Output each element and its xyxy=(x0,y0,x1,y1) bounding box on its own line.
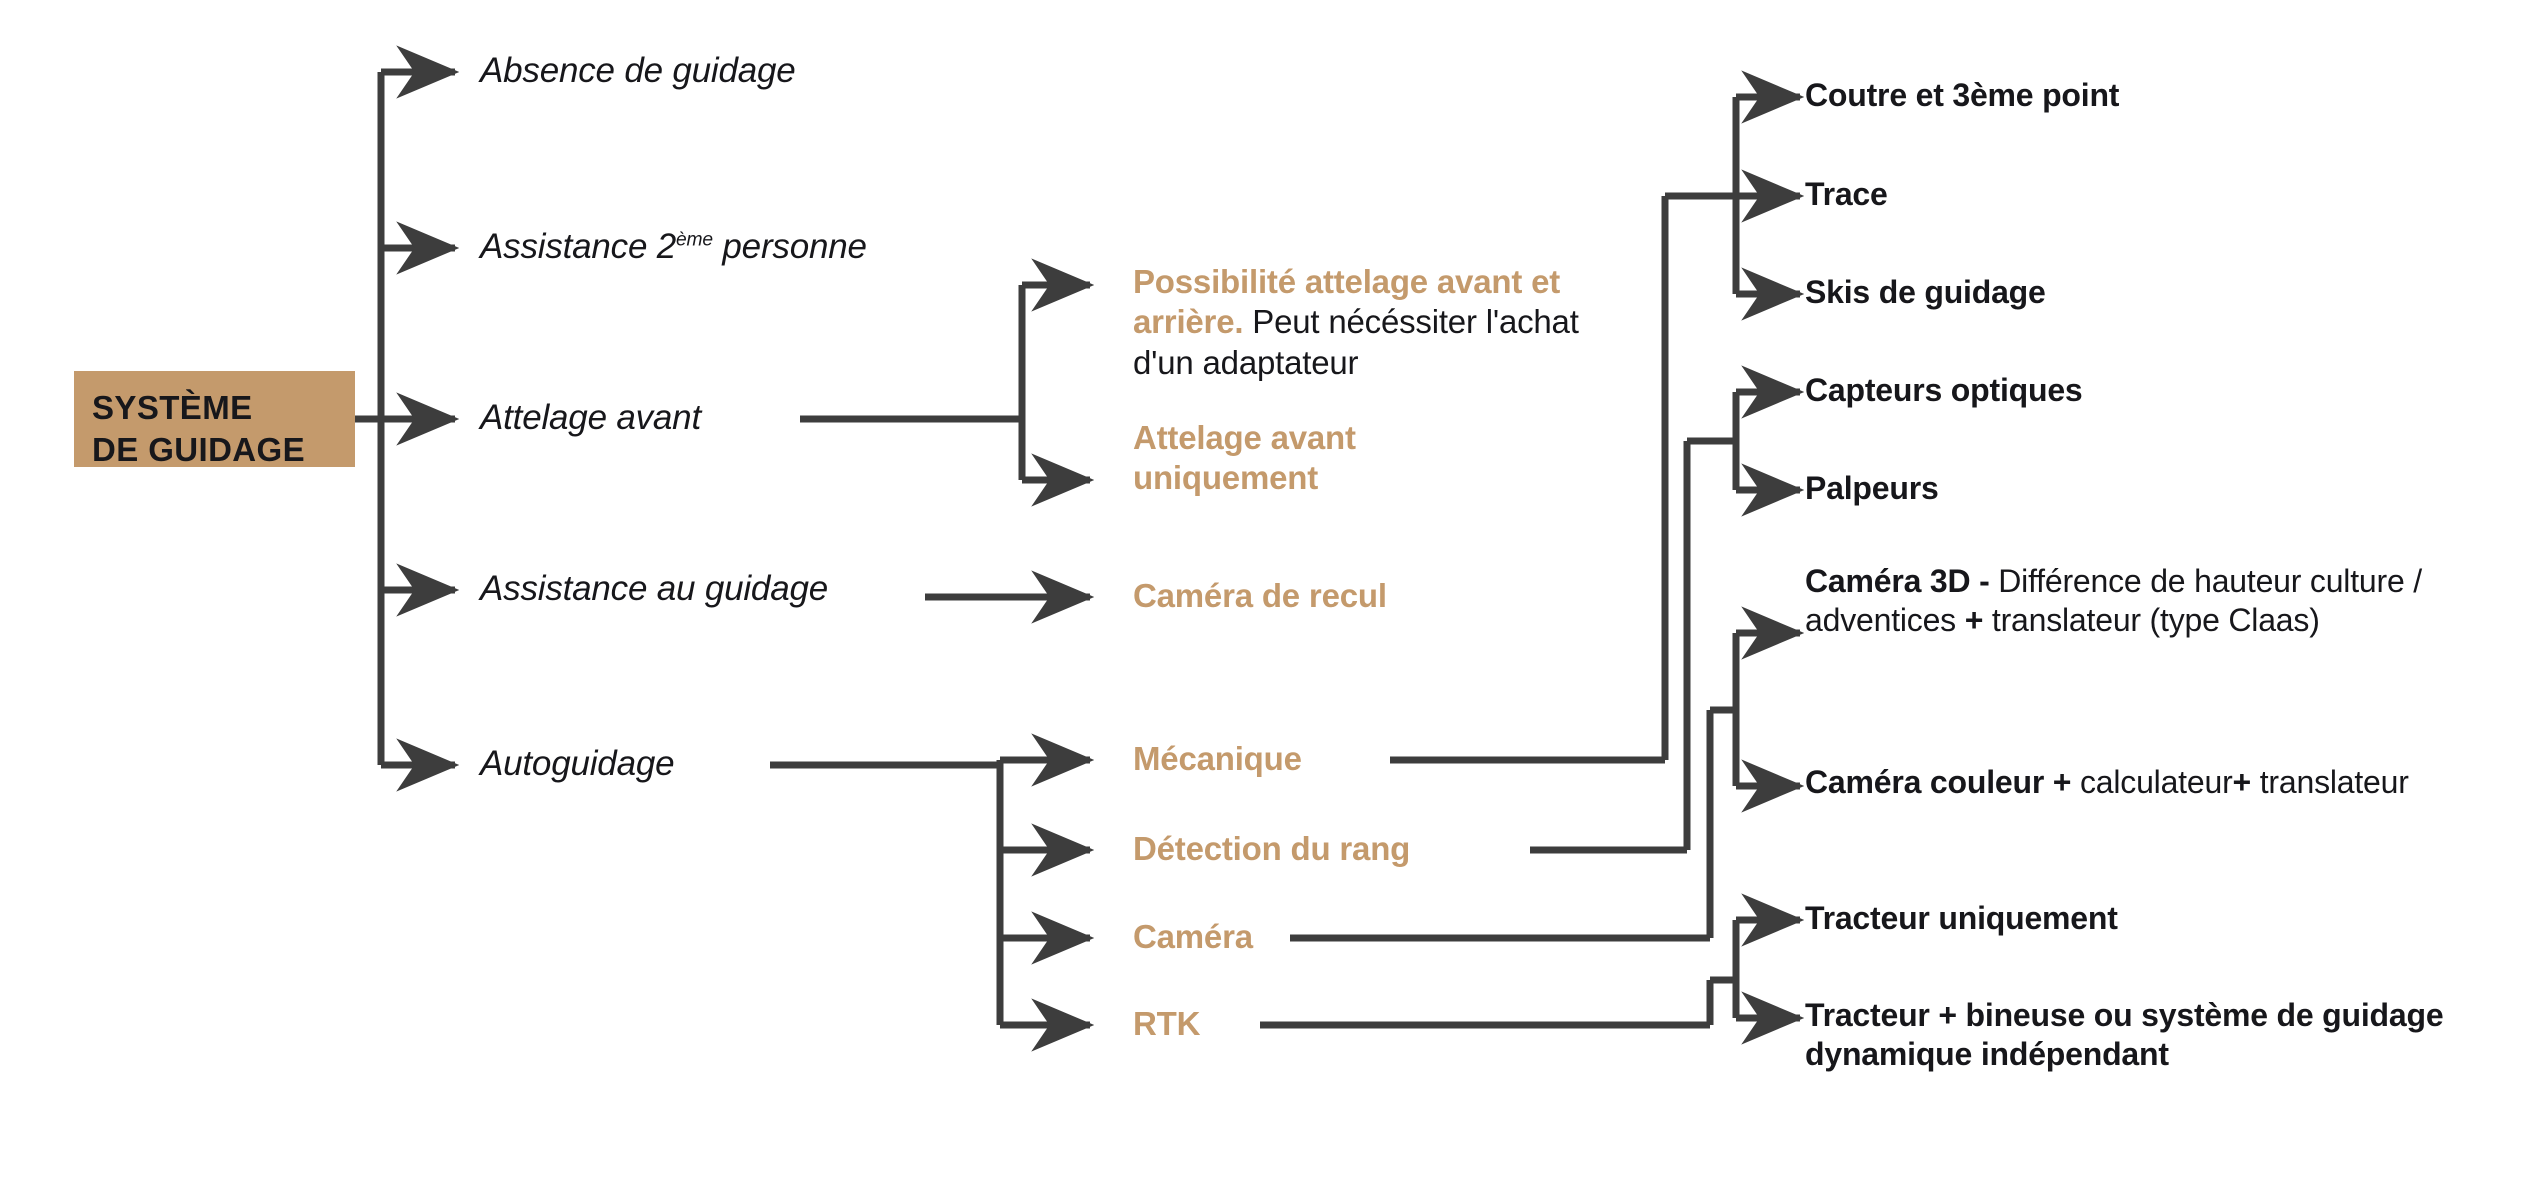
node-attelage-avant[interactable]: Attelage avant xyxy=(480,398,701,437)
node-tracteur-bineuse[interactable]: Tracteur + bineuse ou système de guidage… xyxy=(1805,997,2444,1073)
root-title-line2: DE GUIDAGE xyxy=(92,431,306,469)
node-camera-couleur[interactable]: Caméra couleur + calculateur+ translateu… xyxy=(1805,764,2409,800)
node-camera-3d[interactable]: Caméra 3D - Différence de hauteur cultur… xyxy=(1805,563,2422,639)
node-trace[interactable]: Trace xyxy=(1805,176,1888,212)
node-autoguidage[interactable]: Autoguidage xyxy=(480,744,675,783)
node-attelage-avant-uniquement[interactable]: Attelage avant uniquement xyxy=(1133,419,1356,497)
node-camera[interactable]: Caméra xyxy=(1133,918,1253,955)
node-rtk[interactable]: RTK xyxy=(1133,1005,1201,1042)
root-title-line1: SYSTÈME xyxy=(92,389,253,426)
node-absence-de-guidage[interactable]: Absence de guidage xyxy=(480,51,796,90)
node-mecanique[interactable]: Mécanique xyxy=(1133,740,1302,777)
node-camera-de-recul[interactable]: Caméra de recul xyxy=(1133,577,1387,614)
node-coutre-et-3eme-point[interactable]: Coutre et 3ème point xyxy=(1805,77,2120,113)
node-capteurs-optiques[interactable]: Capteurs optiques xyxy=(1805,372,2083,408)
node-assistance-au-guidage[interactable]: Assistance au guidage xyxy=(480,569,828,608)
node-skis-de-guidage[interactable]: Skis de guidage xyxy=(1805,274,2046,310)
node-detection-du-rang[interactable]: Détection du rang xyxy=(1133,830,1411,867)
node-palpeurs[interactable]: Palpeurs xyxy=(1805,470,1939,506)
node-tracteur-uniquement[interactable]: Tracteur uniquement xyxy=(1805,900,2118,936)
node-assistance-2eme-personne[interactable]: Assistance 2ème personne xyxy=(480,227,867,266)
node-possibilite-attelage-avant-et-arriere[interactable]: Possibilité attelage avant et arrière. P… xyxy=(1133,263,1579,381)
root-node-systeme-de-guidage[interactable]: SYSTÈME DE GUIDAGE xyxy=(74,371,355,468)
